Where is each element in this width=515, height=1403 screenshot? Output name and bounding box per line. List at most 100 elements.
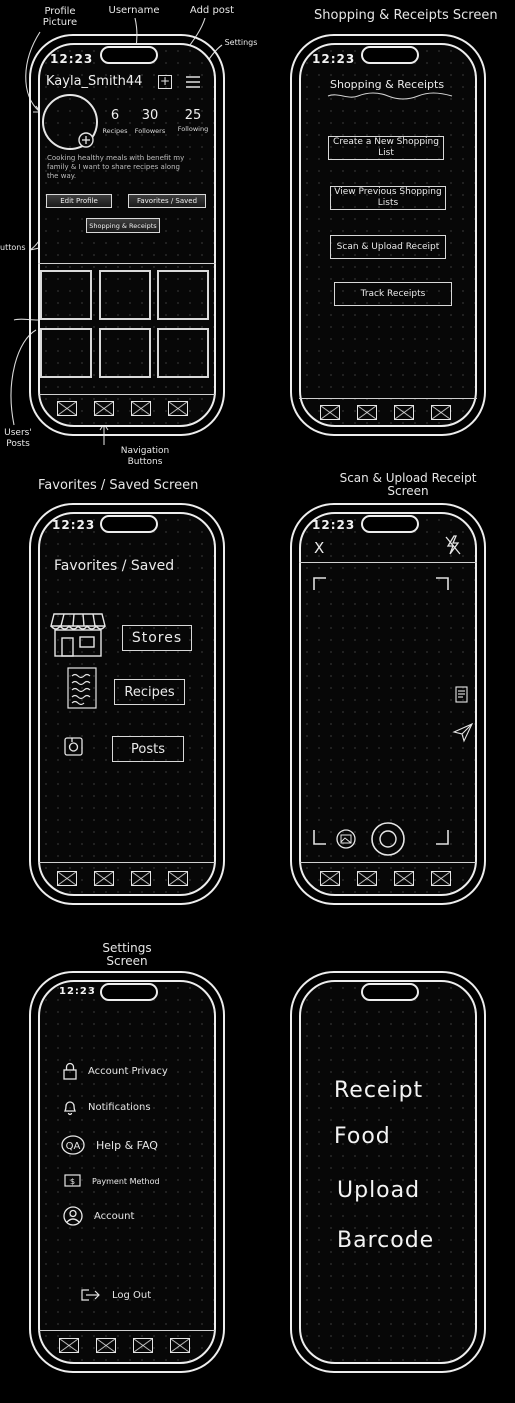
- settings-item-help-faq[interactable]: QA Help & FAQ: [60, 1134, 158, 1156]
- scan-frame-corners: [313, 577, 449, 845]
- logout-icon: [81, 1289, 100, 1301]
- nav-placeholder-icon[interactable]: [59, 1338, 79, 1353]
- logout-label: Log Out: [112, 1289, 152, 1301]
- settings-item-label: Notifications: [88, 1101, 151, 1113]
- add-post-button[interactable]: +: [158, 74, 172, 89]
- nav-placeholder-icon[interactable]: [57, 871, 77, 886]
- settings-item-label: Account Privacy: [88, 1065, 168, 1077]
- stat-followers-value: 30: [141, 108, 159, 123]
- shopping-screen-title: Shopping & Receipts Screen: [314, 8, 498, 23]
- annotation-settings: Settings: [224, 38, 258, 47]
- hamburger-menu-icon[interactable]: [186, 75, 202, 89]
- bell-icon: [63, 1101, 77, 1116]
- nav-placeholder-icon[interactable]: [320, 871, 340, 886]
- nav-placeholder-icon[interactable]: [168, 871, 188, 886]
- post-photo-icon: [64, 737, 83, 756]
- profile-picture[interactable]: [40, 92, 100, 152]
- nav-divider: [299, 398, 477, 399]
- settings-item-label: Help & FAQ: [96, 1138, 158, 1152]
- nav-placeholder-icon[interactable]: [320, 405, 340, 420]
- annotation-users-posts: Users' Posts: [4, 428, 32, 449]
- nav-placeholder-icon[interactable]: [357, 405, 377, 420]
- nav-placeholder-icon[interactable]: [394, 871, 414, 886]
- user-post[interactable]: [99, 270, 151, 320]
- edit-profile-button[interactable]: Edit Profile: [46, 194, 112, 208]
- word-food: Food: [334, 1124, 391, 1149]
- annotation-buttons: Buttons: [0, 243, 26, 252]
- nav-placeholder-icon[interactable]: [357, 871, 377, 886]
- phone-notch: [361, 983, 419, 1001]
- profile-screen: [38, 43, 216, 427]
- phone-notch: [361, 515, 419, 533]
- word-barcode: Barcode: [337, 1228, 435, 1253]
- nav-placeholder-icon[interactable]: [96, 1338, 116, 1353]
- qa-icon: QA: [61, 1135, 85, 1155]
- close-camera-button[interactable]: X: [314, 539, 325, 557]
- profile-bio: Cooking healthy meals with benefit my fa…: [47, 154, 185, 180]
- nav-divider: [38, 394, 216, 395]
- stores-button[interactable]: Stores: [122, 625, 192, 651]
- create-shopping-list-button[interactable]: Create a New Shopping List: [328, 136, 444, 160]
- user-post[interactable]: [40, 328, 92, 378]
- nav-placeholder-icon[interactable]: [431, 405, 451, 420]
- flash-off-icon[interactable]: [444, 534, 462, 556]
- account-icon: [63, 1206, 83, 1226]
- settings-item-payment-method[interactable]: $ Payment Method: [64, 1174, 160, 1188]
- shopping-receipts-button[interactable]: Shopping & Receipts: [86, 218, 160, 233]
- word-list-phone: [290, 971, 486, 1373]
- status-time: 12:23: [52, 518, 96, 532]
- gallery-icon[interactable]: [335, 828, 357, 850]
- settings-item-label: Account: [94, 1210, 135, 1222]
- profile-screen-phone: [29, 34, 225, 436]
- posts-button[interactable]: Posts: [112, 736, 184, 762]
- user-post[interactable]: [157, 328, 209, 378]
- shutter-button[interactable]: [370, 821, 406, 857]
- phone-notch: [100, 515, 158, 533]
- share-send-icon[interactable]: [452, 721, 474, 743]
- user-post[interactable]: [40, 270, 92, 320]
- nav-placeholder-icon[interactable]: [170, 1338, 190, 1353]
- payment-card-icon: $: [64, 1174, 81, 1187]
- stat-following-label: Following: [177, 125, 209, 133]
- recipe-card-icon: [67, 667, 97, 709]
- user-post[interactable]: [157, 270, 209, 320]
- settings-item-account[interactable]: Account: [62, 1205, 134, 1227]
- shopping-header: Shopping & Receipts: [330, 78, 445, 91]
- nav-placeholder-icon[interactable]: [131, 401, 151, 416]
- status-time: 12:23: [312, 52, 356, 66]
- settings-item-notifications[interactable]: Notifications: [62, 1098, 151, 1116]
- favorites-screen-title: Favorites / Saved Screen: [38, 478, 199, 493]
- nav-placeholder-icon[interactable]: [94, 871, 114, 886]
- status-time: 12:23: [50, 52, 94, 66]
- track-receipts-button[interactable]: Track Receipts: [334, 282, 452, 306]
- word-list-screen: [299, 980, 477, 1364]
- nav-placeholder-icon[interactable]: [431, 871, 451, 886]
- user-post[interactable]: [99, 328, 151, 378]
- word-upload: Upload: [337, 1178, 421, 1203]
- settings-screen-title: Settings Screen: [102, 941, 152, 968]
- logout-button[interactable]: Log Out: [80, 1287, 151, 1303]
- favorites-saved-button[interactable]: Favorites / Saved: [128, 194, 206, 208]
- receipt-upload-icon[interactable]: [455, 686, 469, 704]
- nav-placeholder-icon[interactable]: [168, 401, 188, 416]
- recipes-button[interactable]: Recipes: [114, 679, 185, 705]
- nav-divider: [299, 862, 477, 863]
- scan-upload-receipt-button[interactable]: Scan & Upload Receipt: [330, 235, 446, 259]
- nav-divider: [38, 1330, 216, 1331]
- phone-notch: [100, 983, 158, 1001]
- favorites-header: Favorites / Saved: [54, 558, 175, 574]
- camera-top-divider: [299, 562, 477, 563]
- nav-divider: [38, 862, 216, 863]
- annotation-profile-picture: Profile Picture: [42, 6, 78, 28]
- view-previous-lists-button[interactable]: View Previous Shopping Lists: [330, 186, 446, 210]
- nav-placeholder-icon[interactable]: [133, 1338, 153, 1353]
- settings-screen-phone: [29, 971, 225, 1373]
- settings-item-account-privacy[interactable]: Account Privacy: [62, 1062, 168, 1080]
- nav-placeholder-icon[interactable]: [94, 401, 114, 416]
- svg-text:QA: QA: [66, 1141, 81, 1152]
- settings-screen: [38, 980, 216, 1364]
- nav-placeholder-icon[interactable]: [394, 405, 414, 420]
- nav-placeholder-icon[interactable]: [57, 401, 77, 416]
- nav-placeholder-icon[interactable]: [131, 871, 151, 886]
- annotation-navigation-buttons: Navigation Buttons: [120, 446, 170, 467]
